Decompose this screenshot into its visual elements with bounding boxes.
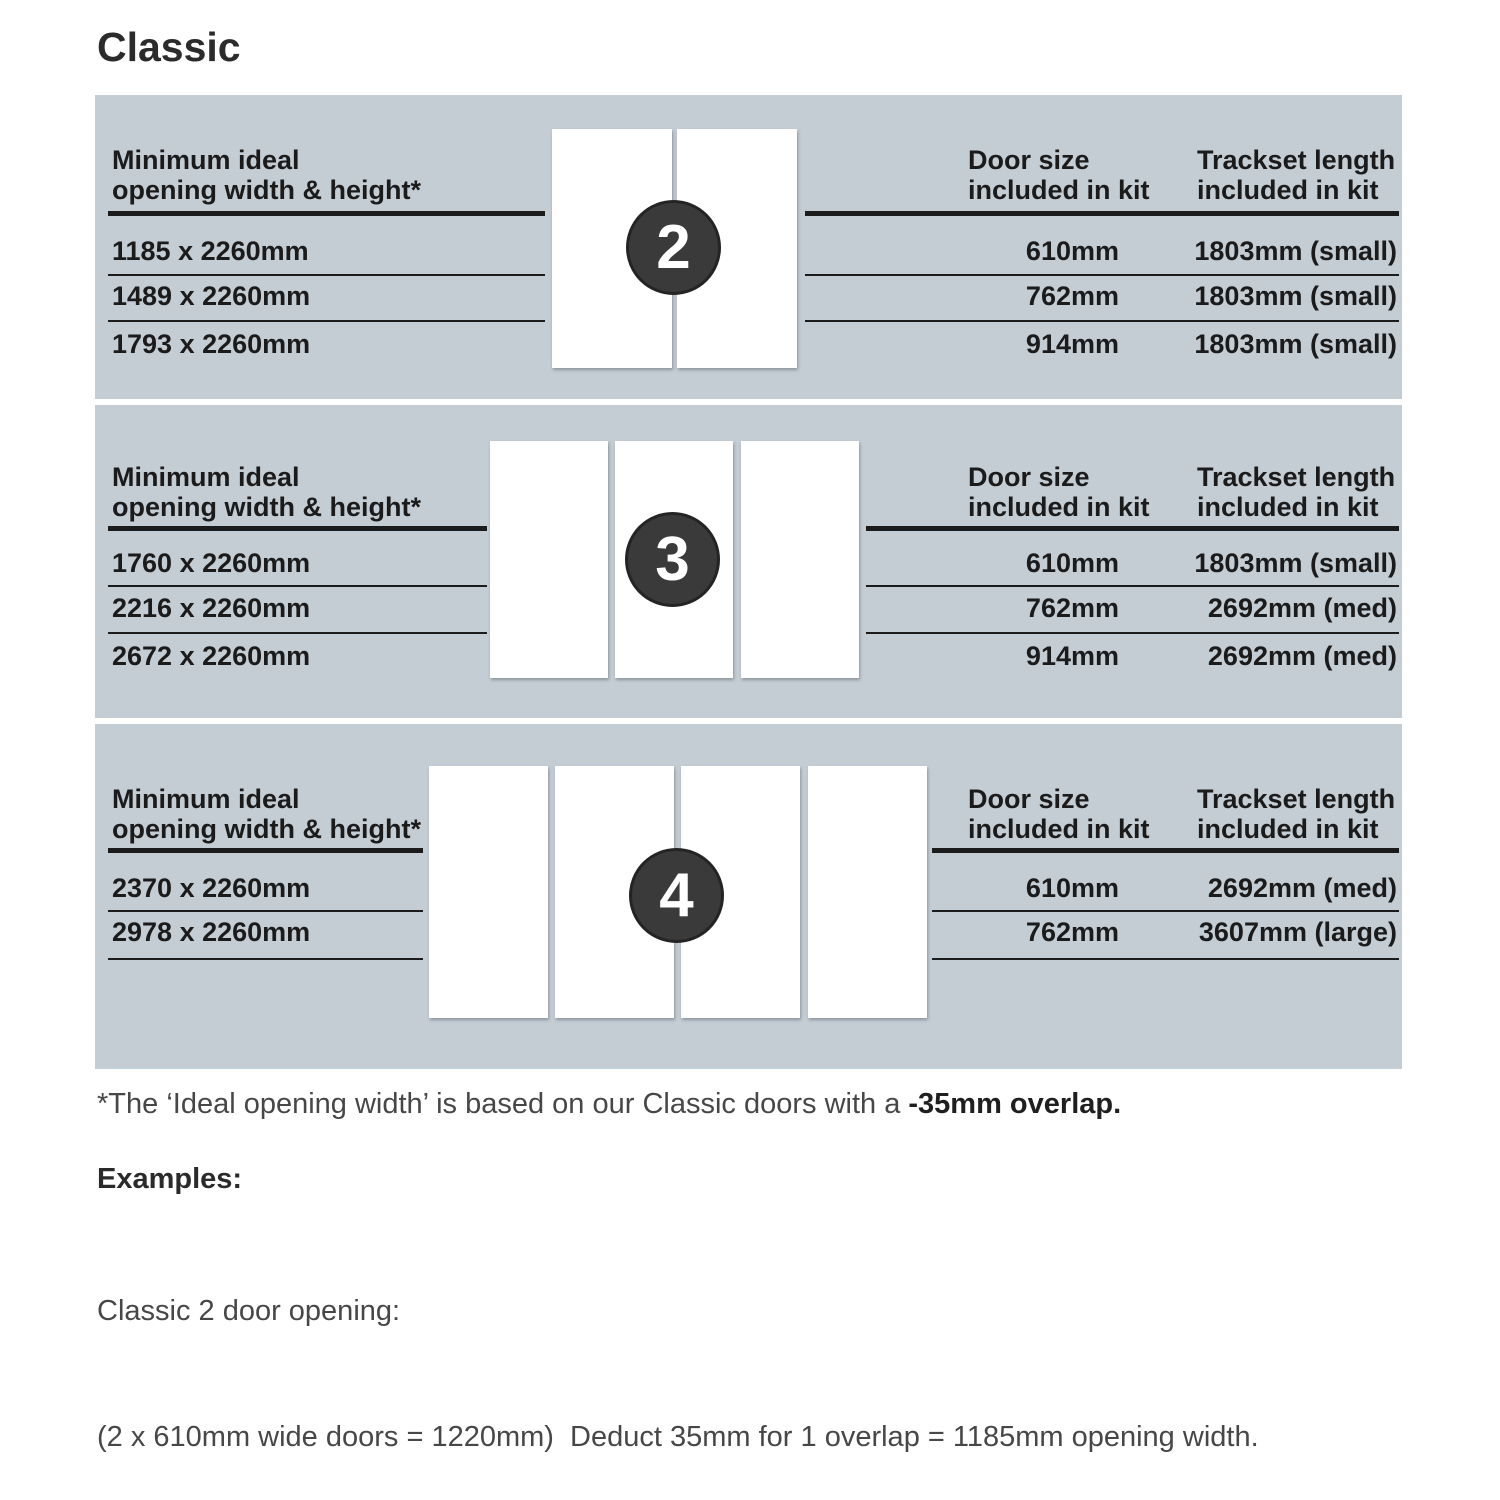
row-rule (108, 585, 487, 587)
door-size-header: Door size included in kit (968, 145, 1150, 205)
opening-header-line1: Minimum ideal (112, 145, 300, 175)
row-rule (108, 910, 423, 912)
footnote-text: *The ‘Ideal opening width’ is based on o… (97, 1088, 909, 1120)
trackset-header-line2: included in kit (1197, 814, 1379, 844)
door-count-badge: 2 (626, 200, 721, 295)
door-size-header-line1: Door size (968, 784, 1090, 814)
door-size-value: 914mm (1025, 329, 1119, 359)
trackset-header-line2: included in kit (1197, 175, 1379, 205)
opening-size-value: 2978 x 2260mm (112, 917, 311, 947)
opening-header-line2: opening width & height* (112, 175, 421, 205)
row-rule (805, 320, 1399, 322)
row-rule (805, 274, 1399, 276)
door-size-header-line2: included in kit (968, 175, 1150, 205)
row-rule (108, 274, 545, 276)
trackset-header: Trackset length included in kit (1197, 784, 1395, 844)
overlap-footnote: *The ‘Ideal opening width’ is based on o… (97, 1088, 1121, 1121)
door-size-value: 610mm (1025, 236, 1119, 266)
trackset-length-value: 1803mm (small) (1194, 548, 1397, 578)
kit-row: 610mm 2692mm (med) (932, 873, 1397, 903)
row-rule (108, 632, 487, 634)
door-size-header: Door size included in kit (968, 462, 1150, 522)
opening-size-value: 1793 x 2260mm (112, 329, 311, 359)
opening-size-value: 2370 x 2260mm (112, 873, 311, 903)
row-rule (866, 632, 1399, 634)
door-size-value: 762mm (1025, 593, 1119, 623)
opening-header: Minimum ideal opening width & height* (112, 462, 421, 522)
door-panel (429, 766, 548, 1018)
footnote-bold-text: -35mm overlap. (908, 1088, 1122, 1120)
door-size-value: 762mm (1025, 917, 1119, 947)
opening-header: Minimum ideal opening width & height* (112, 784, 421, 844)
door-size-header-line2: included in kit (968, 492, 1150, 522)
header-rule (866, 526, 1399, 531)
door-size-value: 610mm (1025, 873, 1119, 903)
door-size-value: 762mm (1025, 281, 1119, 311)
trackset-length-value: 1803mm (small) (1194, 329, 1397, 359)
door-size-header-line1: Door size (968, 145, 1090, 175)
kit-row: 762mm 1803mm (small) (805, 281, 1397, 311)
trackset-header: Trackset length included in kit (1197, 462, 1395, 522)
door-size-header-line1: Door size (968, 462, 1090, 492)
kit-row: 914mm 1803mm (small) (805, 329, 1397, 359)
door-size-value: 610mm (1025, 548, 1119, 578)
opening-header-line1: Minimum ideal (112, 784, 300, 814)
trackset-length-value: 2692mm (med) (1207, 641, 1397, 671)
door-panel (490, 441, 608, 678)
opening-size-value: 1185 x 2260mm (112, 236, 309, 266)
opening-header-line1: Minimum ideal (112, 462, 300, 492)
kit-section-4-door: Minimum ideal opening width & height* Do… (95, 724, 1402, 1069)
kit-row: 914mm 2692mm (med) (866, 641, 1397, 671)
header-rule (108, 211, 545, 216)
kit-row: 610mm 1803mm (small) (866, 548, 1397, 578)
trackset-length-value: 3607mm (large) (1198, 917, 1397, 947)
kit-section-3-door: Minimum ideal opening width & height* Do… (95, 405, 1402, 718)
header-rule (932, 848, 1399, 853)
examples-block: Classic 2 door opening: (2 x 610mm wide … (97, 1206, 1275, 1500)
trackset-length-value: 2692mm (med) (1207, 593, 1397, 623)
row-rule (866, 585, 1399, 587)
row-rule (932, 958, 1399, 960)
kit-row: 762mm 3607mm (large) (932, 917, 1397, 947)
opening-size-value: 1760 x 2260mm (112, 548, 311, 578)
opening-size-value: 1489 x 2260mm (112, 281, 311, 311)
trackset-length-value: 1803mm (small) (1194, 236, 1397, 266)
kit-section-2-door: Minimum ideal opening width & height* Do… (95, 95, 1402, 399)
door-panel (808, 766, 927, 1018)
opening-header: Minimum ideal opening width & height* (112, 145, 421, 205)
opening-header-line2: opening width & height* (112, 492, 421, 522)
opening-size-value: 2672 x 2260mm (112, 641, 311, 671)
header-rule (805, 211, 1399, 216)
trackset-length-value: 2692mm (med) (1207, 873, 1397, 903)
kit-row: 762mm 2692mm (med) (866, 593, 1397, 623)
door-size-value: 914mm (1025, 641, 1119, 671)
page-title: Classic (97, 24, 241, 70)
trackset-header-line1: Trackset length (1197, 145, 1396, 175)
row-rule (108, 320, 545, 322)
opening-size-value: 2216 x 2260mm (112, 593, 311, 623)
trackset-header-line1: Trackset length (1197, 784, 1396, 814)
door-count-badge: 3 (625, 512, 720, 607)
examples-heading: Examples: (97, 1163, 243, 1195)
trackset-length-value: 1803mm (small) (1194, 281, 1397, 311)
trackset-header: Trackset length included in kit (1197, 145, 1395, 205)
door-size-header-line2: included in kit (968, 814, 1150, 844)
door-panel (741, 441, 859, 678)
opening-header-line2: opening width & height* (112, 814, 421, 844)
trackset-header-line2: included in kit (1197, 492, 1379, 522)
door-size-header: Door size included in kit (968, 784, 1150, 844)
trackset-header-line1: Trackset length (1197, 462, 1396, 492)
row-rule (932, 910, 1399, 912)
header-rule (108, 848, 423, 853)
kit-row: 610mm 1803mm (small) (805, 236, 1397, 266)
example-line: Classic 2 door opening: (97, 1295, 401, 1327)
row-rule (108, 958, 423, 960)
header-rule (108, 526, 487, 531)
example-line: (2 x 610mm wide doors = 1220mm) Deduct 3… (97, 1421, 1259, 1453)
door-count-badge: 4 (629, 848, 724, 943)
